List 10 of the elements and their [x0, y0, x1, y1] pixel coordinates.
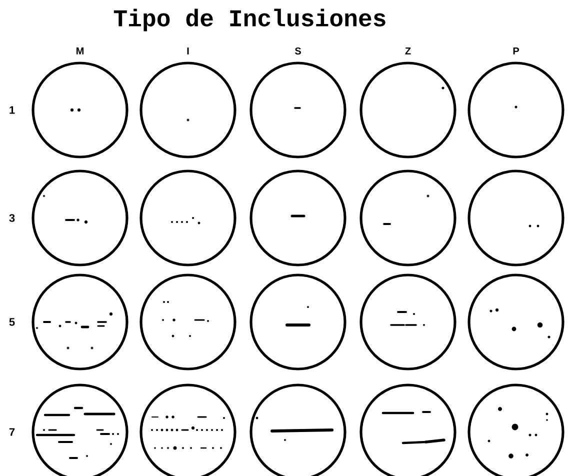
column-header: I [187, 48, 189, 54]
column-header: Z [405, 48, 411, 54]
column-header: M [76, 48, 84, 54]
title: Tipo de Inclusiones [114, 8, 386, 32]
column-header: S [294, 47, 301, 55]
row-label: 1 [10, 106, 15, 114]
row-label: 3 [9, 214, 15, 222]
row-label: 7 [9, 428, 15, 436]
row-label: 5 [9, 318, 15, 326]
column-header: P [513, 48, 519, 54]
